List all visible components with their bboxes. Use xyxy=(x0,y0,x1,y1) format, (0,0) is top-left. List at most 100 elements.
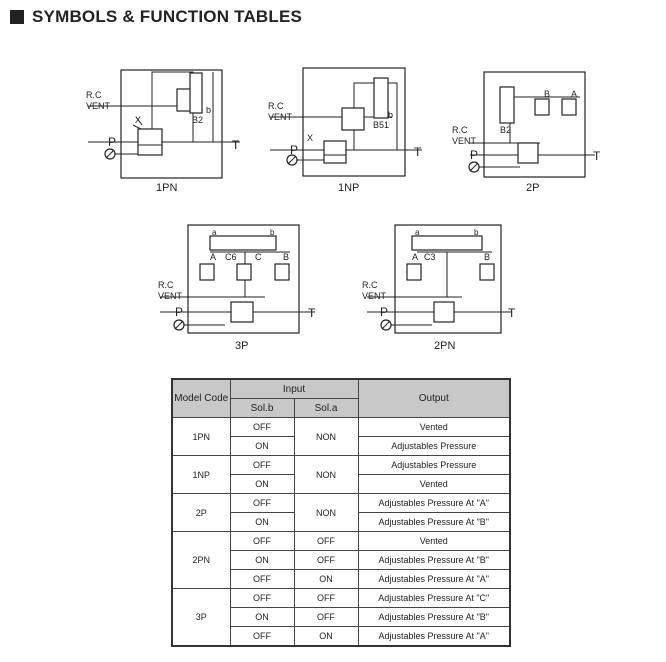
header-sol-a: Sol.a xyxy=(293,398,359,418)
sol-a-cell: OFF xyxy=(293,531,359,551)
rc-label: R.C xyxy=(452,125,468,135)
sol-b-cell: ON xyxy=(229,607,295,627)
model-code-cell: 2P xyxy=(171,493,231,532)
rc-label: R.C xyxy=(268,101,284,111)
bullet-square-icon xyxy=(10,10,24,24)
solenoid-label: B51 xyxy=(373,120,389,130)
port-p-label: P xyxy=(470,148,478,162)
header-input: Input xyxy=(229,378,359,399)
output-cell: Adjustables Pressure At "B" xyxy=(357,607,511,627)
vent-label: VENT xyxy=(452,136,477,146)
sol-b-cell: OFF xyxy=(229,493,295,513)
table-row: ON Adjustables Pressure xyxy=(172,436,511,456)
page-title: SYMBOLS & FUNCTION TABLES xyxy=(32,7,303,26)
diagram-name: 2PN xyxy=(434,340,455,352)
output-cell: Adjustables Pressure xyxy=(357,436,511,456)
sol-b-cell: OFF xyxy=(229,531,295,551)
sol-b-cell: OFF xyxy=(229,417,295,437)
svg-text:X: X xyxy=(135,115,141,125)
sol-b-label: b xyxy=(474,228,479,237)
output-cell: Adjustables Pressure At "B" xyxy=(357,550,511,570)
port-p-label: P xyxy=(108,135,116,149)
rc-label: R.C xyxy=(158,280,174,290)
sol-a-label: a xyxy=(212,228,217,237)
rc-label: R.C xyxy=(86,90,102,100)
sol-a-cell: NON xyxy=(293,455,359,494)
port-a-label: A xyxy=(412,252,418,262)
vent-label: VENT xyxy=(268,112,293,122)
diagram-2pn: R.C VENT P T C3 a b A B 2PN xyxy=(362,224,516,352)
output-cell: Vented xyxy=(357,474,511,494)
port-t-label: T xyxy=(308,306,316,320)
port-b-label: B xyxy=(283,252,289,262)
sol-a-label: a xyxy=(415,228,420,237)
sol-b-label: b xyxy=(388,110,393,120)
header-sol-b: Sol.b xyxy=(229,398,295,418)
port-p-label: P xyxy=(175,305,183,319)
model-code-cell: 3P xyxy=(171,588,231,647)
output-cell: Adjustables Pressure At "B" xyxy=(357,512,511,532)
vent-label: VENT xyxy=(86,101,111,111)
model-code-cell: 1PN xyxy=(171,417,231,456)
sol-a-cell: NON xyxy=(293,493,359,532)
vent-label: VENT xyxy=(158,291,183,301)
model-code-cell: 2PN xyxy=(171,531,231,589)
output-cell: Adjustables Pressure At "A" xyxy=(357,493,511,513)
vent-label: VENT xyxy=(362,291,387,301)
sol-b-cell: OFF xyxy=(229,455,295,475)
port-a-label: A xyxy=(210,252,216,262)
port-c-label: C xyxy=(255,252,262,262)
output-cell: Vented xyxy=(357,417,511,437)
diagram-3p: R.C VENT P T C6 a b A C B 3P xyxy=(158,224,316,352)
port-t-label: T xyxy=(508,306,516,320)
diagram-name: 3P xyxy=(235,340,248,352)
diagram-name: 2P xyxy=(526,182,539,194)
solenoid-label: C6 xyxy=(225,252,237,262)
sol-a-cell: ON xyxy=(293,626,359,647)
port-t-label: T xyxy=(593,149,601,163)
port-t-label: T xyxy=(414,145,422,159)
port-p-label: P xyxy=(290,143,298,157)
diagram-name: 1PN xyxy=(156,182,177,194)
rc-label: R.C xyxy=(362,280,378,290)
header-model-code: Model Code xyxy=(171,378,231,418)
sol-a-cell: ON xyxy=(293,569,359,589)
diagram-1np: X R.C VENT P T B51 b 1NP xyxy=(268,67,422,194)
port-b-label: B xyxy=(484,252,490,262)
sol-b-label: b xyxy=(270,228,275,237)
output-cell: Adjustables Pressure xyxy=(357,455,511,475)
sol-a-cell: OFF xyxy=(293,588,359,608)
sol-b-cell: OFF xyxy=(229,588,295,608)
port-t-label: T xyxy=(232,138,240,152)
diagram-1pn: X R.C VENT P T B2 b 1PN xyxy=(86,69,240,194)
output-cell: Adjustables Pressure At "A" xyxy=(357,626,511,647)
solenoid-label: C3 xyxy=(424,252,436,262)
sol-b-cell: OFF xyxy=(229,569,295,589)
section-header: SYMBOLS & FUNCTION TABLES xyxy=(10,7,302,27)
solenoid-label: B2 xyxy=(192,115,203,125)
sol-b-cell: OFF xyxy=(229,626,295,647)
output-cell: Adjustables Pressure At "A" xyxy=(357,569,511,589)
sol-b-cell: ON xyxy=(229,436,295,456)
port-p-label: P xyxy=(380,305,388,319)
sol-b-cell: ON xyxy=(229,550,295,570)
model-code-cell: 1NP xyxy=(171,455,231,494)
diagram-name: 1NP xyxy=(338,182,359,194)
port-b-label: B xyxy=(544,89,550,99)
sol-a-cell: OFF xyxy=(293,550,359,570)
port-a-label: A xyxy=(571,89,577,99)
header-output: Output xyxy=(357,378,511,418)
sol-b-cell: ON xyxy=(229,512,295,532)
sol-b-cell: ON xyxy=(229,474,295,494)
output-cell: Adjustables Pressure At "C" xyxy=(357,588,511,608)
output-cell: Vented xyxy=(357,531,511,551)
diagram-2p: R.C VENT P T B2 B A 2P xyxy=(452,71,601,194)
